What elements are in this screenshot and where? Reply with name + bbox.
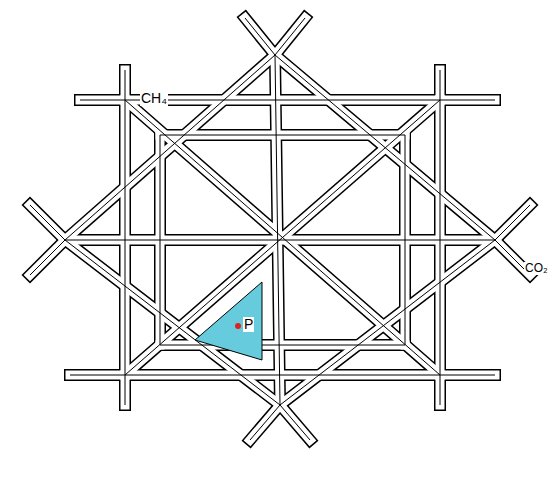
strut-outline	[125, 94, 440, 106]
strut-core	[125, 100, 126, 375]
strut-fill	[440, 96, 495, 105]
structure-label: P	[243, 317, 254, 332]
strut-outline	[440, 94, 495, 106]
strut-outline	[245, 18, 275, 55]
strut-outline	[160, 129, 405, 141]
strut-core	[80, 100, 125, 101]
strut-core	[125, 100, 440, 375]
strut-outline	[250, 405, 280, 440]
strut-core	[160, 345, 405, 346]
strut-fill	[125, 100, 440, 375]
strut-outline	[70, 369, 125, 381]
strut-outline	[440, 369, 495, 381]
strut-outline	[30, 240, 65, 275]
strut-outline	[119, 375, 131, 405]
strut-fill	[65, 55, 275, 240]
strut-core	[125, 70, 126, 100]
strut-core	[440, 100, 441, 375]
strut-fill	[30, 205, 65, 240]
strut-fill	[495, 205, 530, 240]
strut-fill	[125, 100, 440, 375]
strut-core	[495, 205, 530, 240]
strut-core	[275, 55, 280, 405]
strut-fill	[70, 371, 125, 380]
strut-fill	[436, 375, 445, 405]
strut-fill	[250, 405, 280, 440]
strut-fill	[245, 18, 275, 55]
strut-core	[250, 405, 280, 440]
strut-outline	[80, 94, 125, 106]
strut-core	[440, 375, 495, 376]
strut-fill	[436, 70, 445, 100]
strut-fill	[80, 96, 125, 105]
strut-core	[65, 55, 275, 240]
strut-fill	[121, 70, 130, 100]
strut-core	[125, 375, 440, 376]
point-marker	[235, 323, 241, 329]
strut-core	[65, 240, 280, 405]
strut-fill	[275, 18, 305, 55]
strut-outline	[119, 70, 131, 100]
strut-outline	[65, 55, 275, 240]
strut-core	[160, 135, 161, 345]
structure-label: CH₄	[140, 91, 168, 106]
strut-fill	[160, 341, 405, 350]
strut-core	[125, 100, 440, 375]
strut-core	[280, 405, 310, 440]
strut-outline	[30, 205, 65, 240]
strut-core	[125, 375, 126, 405]
strut-core	[440, 375, 441, 405]
strut-fill	[160, 131, 405, 140]
strut-core	[275, 18, 305, 55]
strut-outline	[280, 405, 310, 440]
strut-core	[245, 18, 275, 55]
strut-core	[280, 240, 495, 405]
strut-outline	[434, 70, 446, 100]
strut-outline	[495, 205, 530, 240]
pore-region	[195, 282, 262, 360]
strut-core	[440, 100, 495, 101]
strut-core	[405, 135, 406, 345]
strut-core	[125, 100, 440, 101]
strut-fill	[280, 405, 310, 440]
strut-outline	[434, 375, 446, 405]
strut-fill	[440, 371, 495, 380]
strut-core	[440, 70, 441, 100]
strut-outline	[275, 18, 305, 55]
strut-core	[160, 135, 405, 136]
strut-core	[30, 205, 65, 240]
structure-label: CO₂	[524, 262, 549, 275]
strut-fill	[30, 240, 65, 275]
strut-fill	[125, 96, 440, 105]
strut-core	[70, 375, 125, 376]
strut-core	[30, 240, 65, 275]
strut-fill	[121, 375, 130, 405]
